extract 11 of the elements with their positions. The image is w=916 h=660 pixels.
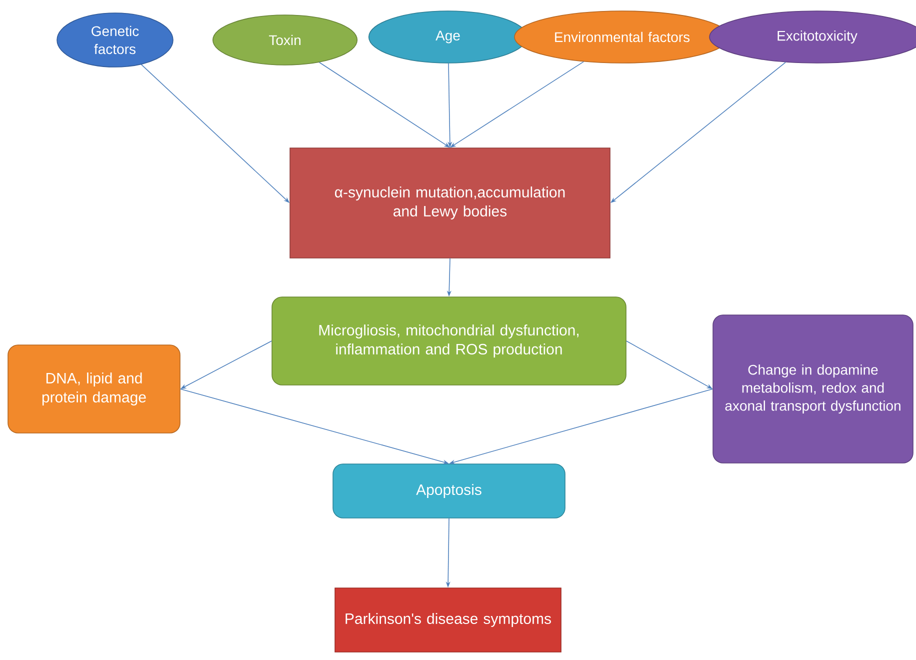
process-box: Microgliosis, mitochondrial dysfunction, inflammation and ROS production (272, 296, 626, 386)
process-box: Apoptosis (332, 464, 566, 518)
process-box: Change in dopamine metabolism, redox and axonal transport dysfunction (712, 314, 914, 464)
process-box: DNA, lipid and protein damage (8, 344, 180, 434)
ellipse-node: Toxin (212, 14, 358, 66)
ellipse-node: Environmental factors (514, 10, 730, 64)
ellipse-node: Age (368, 10, 528, 64)
ellipse-node: Genetic factors (56, 12, 174, 68)
process-box: α-synuclein mutation,accumulation and Lewy bodies (290, 148, 610, 258)
ellipse-node: Excitotoxicity (709, 10, 916, 64)
process-box: Parkinson's disease symptoms (334, 588, 562, 652)
